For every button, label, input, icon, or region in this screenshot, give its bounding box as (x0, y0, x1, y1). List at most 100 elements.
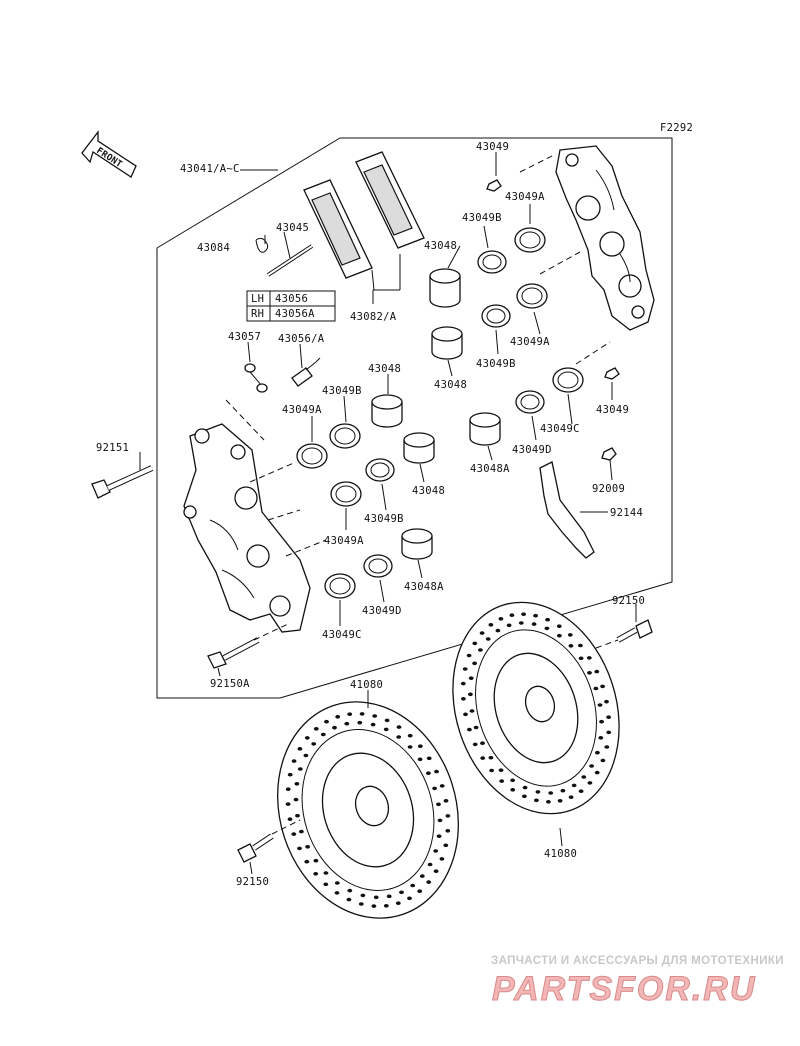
piston-seal (552, 367, 584, 393)
disc-hole (407, 896, 412, 901)
disc-hole (370, 722, 376, 727)
disc-hole (488, 755, 494, 760)
disc-hole (518, 621, 524, 625)
disc-hole (531, 622, 537, 626)
piston-seal (363, 554, 393, 578)
caliper-nut (486, 179, 502, 192)
disc-hole (437, 818, 443, 823)
label-43049c-right: 43049C (540, 423, 580, 435)
brake-disc-left (277, 701, 459, 919)
disc-hole (509, 613, 515, 617)
disc-hole (407, 745, 413, 749)
disc-hole (396, 725, 402, 729)
bleeder-valve (291, 357, 321, 387)
disc-hole (426, 771, 431, 775)
disc-hole (468, 692, 473, 697)
disc-hole (606, 730, 612, 735)
disc-hole (593, 686, 599, 691)
front-arrow-icon: FRONT (81, 130, 137, 178)
piston (469, 412, 501, 446)
disc-hole (544, 626, 550, 631)
label-92009: 92009 (592, 483, 625, 495)
piston (429, 268, 461, 308)
pad-spring (539, 461, 595, 559)
caliper-nut (604, 367, 620, 380)
piston-seal (514, 227, 546, 253)
disc-hole (488, 623, 494, 627)
assembly-boundary (156, 137, 673, 699)
disc-hole (568, 644, 574, 648)
label-43084: 43084 (197, 242, 230, 254)
disc-hole (359, 712, 365, 716)
piston-seal (477, 250, 507, 274)
piston (401, 528, 433, 560)
bleeder-cap (244, 363, 268, 393)
disc-hole (297, 747, 303, 751)
disc-hole (323, 871, 329, 875)
piston-seal (481, 304, 511, 328)
disc-hole (594, 669, 600, 674)
disc-hole (473, 725, 479, 730)
piston (371, 394, 403, 428)
pad-pin-clip (255, 237, 269, 253)
label-43048-mid: 43048 (434, 379, 467, 391)
label-92150-top: 92150 (612, 595, 645, 607)
disc-hole (499, 779, 505, 783)
disc-hole (485, 637, 491, 641)
label-43082: 43082/A (350, 311, 397, 323)
brake-pad-left (303, 179, 373, 279)
label-43049a-r2: 43049A (510, 336, 550, 348)
disc-hole (287, 817, 293, 821)
disc-hole (586, 656, 592, 660)
label-43048a-right: 43048A (470, 463, 510, 475)
lh-side-label: LH (251, 293, 264, 305)
label-43049d-right: 43049D (512, 444, 552, 456)
disc-hole (443, 799, 449, 803)
label-43049a-left: 43049A (282, 404, 322, 416)
disc-hole (489, 768, 494, 773)
label-43049a-top: 43049A (505, 191, 545, 203)
disc-hole (324, 719, 329, 724)
disc-hole (568, 795, 574, 799)
disc-hole (294, 782, 300, 786)
disc-hole (417, 889, 423, 893)
lh-part-number: 43056 (275, 293, 308, 305)
disc-hole (372, 714, 378, 718)
disc-hole (426, 756, 432, 761)
disc-hole (463, 712, 468, 717)
disc-hole (332, 725, 337, 730)
rh-part-number: 43056A (275, 308, 315, 320)
caliper-bolt-92150A (207, 637, 260, 669)
disc-hole (395, 901, 401, 905)
disc-hole (373, 895, 379, 900)
caliper-bolt-92151 (91, 465, 154, 499)
leader-lines (139, 152, 637, 875)
disc-hole (313, 727, 319, 731)
disc-hole (521, 612, 526, 616)
label-43056a: 43056/A (278, 333, 325, 345)
disc-hole (578, 656, 584, 661)
disc-hole (479, 631, 485, 635)
disc-hole (472, 661, 477, 666)
disc-hole (557, 799, 563, 803)
disc-hole (600, 684, 605, 689)
piston (431, 326, 463, 360)
label-43049b-c: 43049B (364, 513, 404, 525)
disc-hole (335, 715, 341, 719)
disc-hole (445, 814, 451, 818)
disc-hole (545, 617, 550, 622)
disc-hole (304, 859, 310, 864)
disc-hole (295, 813, 300, 818)
disc-hole (285, 802, 291, 806)
disc-hole (439, 857, 445, 861)
disc-hole (291, 832, 297, 836)
spring-screw (601, 447, 617, 461)
disc-hole (346, 897, 352, 902)
label-43057: 43057 (228, 331, 261, 343)
disc-hole (303, 753, 309, 758)
label-43048-top: 43048 (424, 240, 457, 252)
disc-hole (495, 628, 501, 633)
disc-hole (427, 862, 433, 867)
disc-hole (357, 720, 363, 725)
disc-hole (466, 653, 472, 658)
